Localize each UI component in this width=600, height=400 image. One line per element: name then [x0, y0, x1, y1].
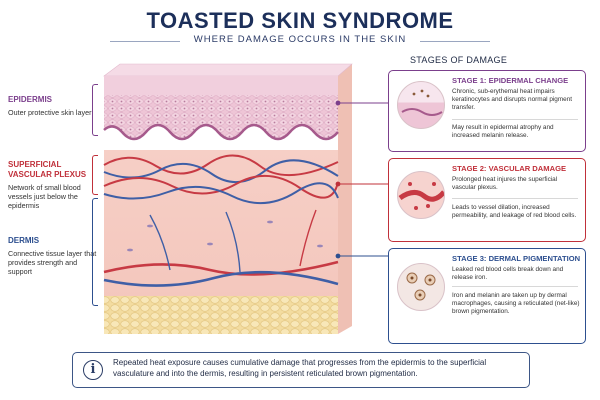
stage-text-primary: Prolonged heat injures the superficial v…: [452, 176, 558, 192]
connector-dot-stage3: [335, 253, 341, 259]
stage-title: STAGE 1: EPIDERMAL CHANGE: [452, 76, 569, 85]
stage-card-1: STAGE 1: EPIDERMAL CHANGE Chronic, sub-e…: [388, 70, 586, 152]
stage-divider: [452, 198, 578, 199]
summary-box: i Repeated heat exposure causes cumulati…: [72, 352, 530, 388]
layer-description: Network of small blood vessels just belo…: [8, 183, 81, 210]
vessel-close-up: [398, 182, 444, 210]
dermis-bracket: [92, 198, 98, 306]
layer-label-vascular: SUPERFICIAL VASCULAR PLEXUS Network of s…: [8, 160, 100, 210]
layer-label-dermis: DERMIS Connective tissue layer that prov…: [8, 236, 100, 276]
subtitle-wrap: WHERE DAMAGE OCCURS IN THE SKIN: [110, 34, 490, 48]
stage-title: STAGE 2: VASCULAR DAMAGE: [452, 164, 567, 173]
epidermis-cells: [104, 95, 338, 139]
stage-divider: [452, 119, 578, 120]
layer-label-epidermis: EPIDERMIS Outer protective skin layer: [8, 95, 100, 117]
stages-heading: STAGES OF DAMAGE: [410, 55, 508, 65]
vascular-bracket: [92, 155, 98, 195]
deep-vessels: [103, 209, 339, 287]
stage-text-primary: Chronic, sub-erythemal heat impairs kera…: [452, 88, 573, 112]
block-side-face: [338, 64, 352, 334]
stage2-illustration: [397, 171, 445, 219]
block-top-face: [103, 63, 353, 77]
vascular-plexus: [103, 154, 339, 205]
fibroblasts: [127, 220, 323, 252]
subtitle-rule-left: [110, 41, 180, 42]
stage-title: STAGE 3: DERMAL PIGMENTATION: [452, 254, 581, 263]
stage-text-secondary: May result in epidermal atrophy and incr…: [452, 124, 554, 140]
connector-dot-stage2: [335, 181, 341, 187]
page-title: TOASTED SKIN SYNDROME: [146, 8, 454, 33]
connector-lines: [338, 102, 388, 257]
stage-text-primary: Leaked red blood cells break down and re…: [452, 266, 564, 282]
page-subtitle: WHERE DAMAGE OCCURS IN THE SKIN: [193, 34, 407, 45]
basal-layer: [103, 123, 339, 141]
stage-divider: [452, 286, 578, 287]
stage-text-secondary: Iron and melanin are taken up by dermal …: [452, 292, 580, 316]
summary-text: Repeated heat exposure causes cumulative…: [113, 358, 487, 378]
fat-layer: [104, 296, 338, 334]
stage-card-3: STAGE 3: DERMAL PIGMENTATION Leaked red …: [388, 248, 586, 344]
layer-title: EPIDERMIS: [8, 95, 53, 104]
macrophage-close-up: [406, 272, 436, 301]
layer-title: SUPERFICIAL VASCULAR PLEXUS: [8, 160, 87, 179]
epidermis-surface: [104, 76, 338, 95]
subtitle-rule-right: [420, 41, 490, 42]
stage-text-secondary: Leads to vessel dilation, increased perm…: [452, 204, 577, 220]
stage-card-2: STAGE 2: VASCULAR DAMAGE Prolonged heat …: [388, 158, 586, 242]
epidermis-close-up: [401, 89, 443, 116]
layer-description: Connective tissue layer that provides st…: [8, 249, 97, 276]
stage3-illustration: [397, 263, 445, 311]
layer-title: DERMIS: [8, 236, 40, 245]
connector-dot-stage1: [335, 100, 341, 106]
info-icon: i: [83, 360, 103, 380]
stage1-illustration: [397, 81, 445, 129]
epidermis-bracket: [92, 84, 98, 136]
layer-description: Outer protective skin layer: [8, 108, 92, 117]
